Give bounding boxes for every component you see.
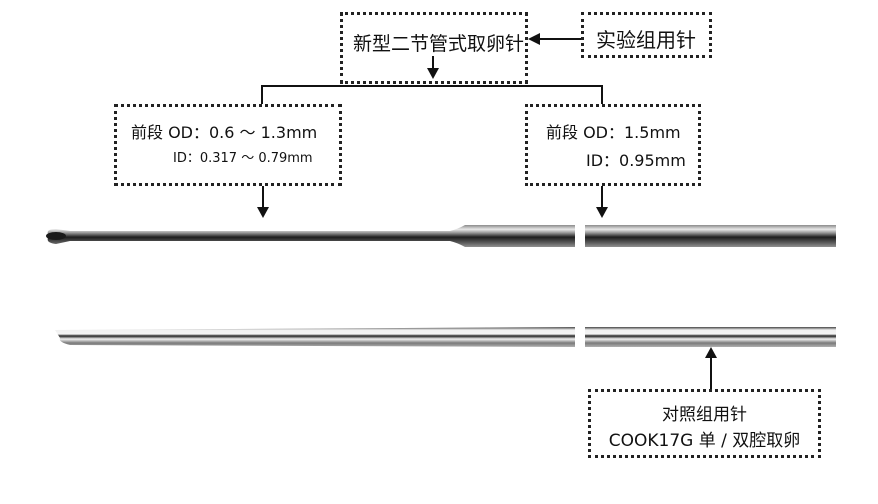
left-spec-id: ID：0.317 ～ 0.79mm bbox=[173, 151, 313, 166]
arrow-down-icon bbox=[427, 68, 439, 79]
arrow-up-icon bbox=[705, 347, 717, 358]
new-needle-label: 新型二节管式取卵针 bbox=[353, 33, 525, 55]
branch-connector-horizontal bbox=[261, 85, 603, 87]
control-group-desc: COOK17G 单 / 双腔取卵 bbox=[608, 431, 801, 451]
new-needle-drawing bbox=[46, 225, 836, 247]
arrow-down-icon bbox=[596, 207, 608, 218]
control-up-line bbox=[710, 357, 712, 389]
branch-connector-left bbox=[261, 85, 263, 105]
experimental-group-box: 实验组用针 bbox=[581, 12, 712, 58]
control-group-box: 对照组用针 COOK17G 单 / 双腔取卵 bbox=[588, 389, 821, 458]
right-spec-down-line bbox=[601, 186, 603, 208]
arrow-left-icon bbox=[528, 33, 540, 45]
left-spec-box: 前段 OD：0.6 ～ 1.3mm ID：0.317 ～ 0.79mm bbox=[114, 104, 342, 186]
arrow-down-icon bbox=[257, 207, 269, 218]
new-needle-down-line bbox=[432, 56, 434, 70]
left-spec-down-line bbox=[262, 186, 264, 208]
experimental-group-label: 实验组用针 bbox=[596, 28, 696, 52]
left-spec-od: 前段 OD：0.6 ～ 1.3mm bbox=[131, 123, 318, 142]
experimental-connector-line bbox=[538, 38, 581, 40]
right-spec-box: 前段 OD：1.5mm ID：0.95mm bbox=[525, 104, 701, 186]
branch-connector-right bbox=[601, 85, 603, 105]
control-needle-drawing bbox=[55, 327, 836, 347]
control-group-title: 对照组用针 bbox=[662, 405, 747, 425]
right-spec-od: 前段 OD：1.5mm bbox=[546, 123, 681, 142]
right-spec-id: ID：0.95mm bbox=[586, 151, 686, 170]
